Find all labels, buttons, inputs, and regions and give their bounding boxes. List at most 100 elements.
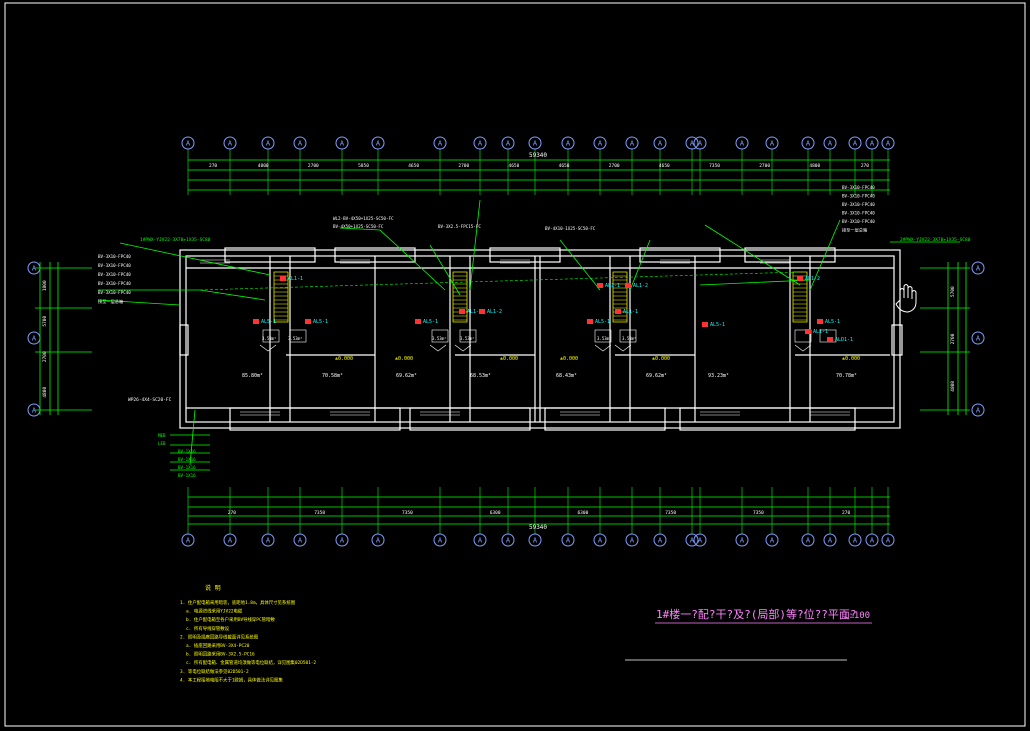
axis-label: A xyxy=(870,140,875,148)
axis-label: A xyxy=(376,140,381,148)
dimension-value: 4800 xyxy=(809,163,820,169)
top-axis-bubble: A xyxy=(801,136,815,150)
dimension-value: 7350 xyxy=(314,510,325,516)
legend-item: BV-1X16 xyxy=(178,457,196,462)
drawing-title: 1#楼一?配?干?及?(局部)等?位??平面? xyxy=(656,607,856,621)
dimension-value: 6300 xyxy=(577,510,588,516)
bottom-total-dimension: 59340 xyxy=(529,524,547,531)
left-axis-bubbles: AAA xyxy=(27,261,41,417)
level-label: ±0.000 xyxy=(652,356,670,362)
room-area: 68.53m² xyxy=(470,373,491,379)
panel-box xyxy=(615,309,621,314)
top-axis-bubble: A xyxy=(693,136,707,150)
level-label: ±0.000 xyxy=(335,356,353,362)
axis-label: A xyxy=(806,140,811,148)
mid-circuit-label: BV-4X50+1X25-SC50-FC xyxy=(333,224,384,229)
room-area: 70.58m² xyxy=(322,373,343,379)
circuit-label: 接至一层总箱 xyxy=(842,227,867,234)
axis-label: A xyxy=(266,537,271,545)
axis-label: A xyxy=(853,537,858,545)
bottom-axis-bubble: A xyxy=(261,533,275,547)
note-line: 4. 本工程接地电阻不大于1欧姆，具体做法详见图集 xyxy=(180,676,283,683)
notes-heading: 说 明 xyxy=(205,584,221,592)
legend-item: BV-1X16 xyxy=(178,449,196,454)
top-axis-bubble: A xyxy=(653,136,667,150)
axis-label: A xyxy=(340,537,345,545)
right-dimensions xyxy=(920,262,970,415)
top-axis-bubble: A xyxy=(848,136,862,150)
axis-label: A xyxy=(630,140,635,148)
bottom-axis-bubble: A xyxy=(293,533,307,547)
dimension-value: 7350 xyxy=(709,163,720,169)
top-axis-bubble: A xyxy=(823,136,837,150)
room-area: 68.43m² xyxy=(556,373,577,379)
panel-tag: AL1-2 xyxy=(487,309,502,315)
bottom-dimension-ticks xyxy=(187,487,889,534)
axis-label: A xyxy=(32,407,37,415)
note-line: a. 插座回路采用BV-3X4-PC20 xyxy=(186,642,250,649)
axis-label: A xyxy=(478,537,483,545)
axis-label: A xyxy=(376,537,381,545)
mid-circuit-labels: WL2-BV-4X50+1X25-SC50-FCBV-4X50+1X25-SC5… xyxy=(333,216,596,231)
drawing-scale: 1:100 xyxy=(843,611,870,621)
dimension-value: 7350 xyxy=(665,510,676,516)
circuit-label: BV-3X10-FPC40 xyxy=(98,263,131,268)
axis-label: A xyxy=(976,407,981,415)
bottom-axis-bubble: A xyxy=(181,533,195,547)
dimension-value: 2700 xyxy=(759,163,770,169)
top-axis-bubble: A xyxy=(528,136,542,150)
note-line: b. 照明回路采用BV-3X2.5-PC16 xyxy=(186,651,255,658)
axis-label: A xyxy=(566,140,571,148)
left-dimensions xyxy=(35,262,92,415)
panel-tag: AL1-1 xyxy=(623,309,638,315)
mid-circuit-label: BV-4X10-1X25-SC50-FC xyxy=(545,226,596,231)
small-area: 3.53m² xyxy=(262,336,276,341)
bottom-axis-bubble: A xyxy=(765,533,779,547)
feeder-left-label: 1#PWX-YJV22-3X70+1X35-SC80 xyxy=(140,237,211,243)
top-axis-bubble: A xyxy=(223,136,237,150)
left-axis-bubble: A xyxy=(27,331,41,345)
dimension-value: 7350 xyxy=(402,510,413,516)
axis-label: A xyxy=(886,140,891,148)
panel-box xyxy=(827,337,833,342)
bottom-axis-bubble: A xyxy=(735,533,749,547)
panel-tag: ALD1-1 xyxy=(835,337,853,343)
bottom-axis-bubble: A xyxy=(685,533,699,547)
dimension-value: 5850 xyxy=(358,163,369,169)
building-walls xyxy=(179,247,903,431)
left-circuit-labels: BV-3X10-FPC40BV-3X10-FPC40BV-3X10-FPC40B… xyxy=(98,254,131,305)
dimension-value: 4650 xyxy=(509,163,520,169)
panel-tag: AL1-1 xyxy=(288,276,303,282)
panel-tag: AL1-1 xyxy=(813,329,828,335)
small-area: 3.53m² xyxy=(460,336,474,341)
axis-label: A xyxy=(506,537,511,545)
pan-hand-icon[interactable] xyxy=(895,284,917,313)
top-axis-bubble: A xyxy=(593,136,607,150)
axis-label: A xyxy=(853,140,858,148)
note-line: 1. 住户配电箱采用暗装，底距地1.8m，具体尺寸见系统图 xyxy=(180,599,296,606)
panel-tag: AL1-1 xyxy=(605,283,620,289)
level-label: ±0.000 xyxy=(395,356,413,362)
axis-label: A xyxy=(828,537,833,545)
dimension-value: 4650 xyxy=(559,163,570,169)
top-dimension-ticks xyxy=(187,149,889,195)
dimension-value: 2700 xyxy=(458,163,469,169)
panel-tag: AL1-2 xyxy=(633,283,648,289)
axis-label: A xyxy=(228,140,233,148)
level-labels: ±0.000±0.000±0.000±0.000±0.000±0.000 xyxy=(335,356,860,362)
top-axis-bubble: A xyxy=(735,136,749,150)
panel-tag: AL1-2 xyxy=(467,309,482,315)
mid-circuit-label: BV-3X2.5-FPC15-FC xyxy=(438,224,481,229)
top-axis-bubble: A xyxy=(881,136,895,150)
bottom-axis-bubble: A xyxy=(801,533,815,547)
circuit-label: BV-3X10-FPC40 xyxy=(842,194,875,199)
right-axis-bubble: A xyxy=(971,403,985,417)
